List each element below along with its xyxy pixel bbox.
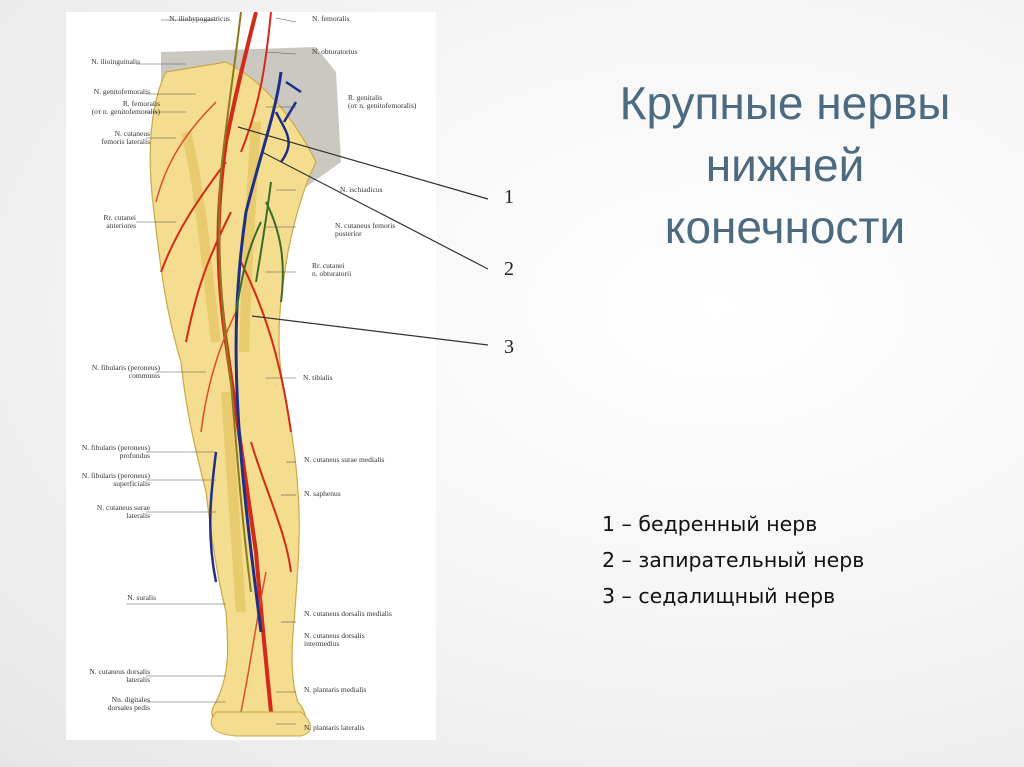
- callout-number-1: 1: [504, 186, 514, 208]
- callout-line-3: [251, 315, 489, 346]
- label-n-fibularis-superficialis: N. fibularis (peroneus) superficialis: [81, 471, 150, 488]
- label-n-ilioinguinalis: N. ilioinguinalis: [91, 57, 140, 66]
- label-n-genitofemoralis: N. genitofemoralis: [93, 87, 150, 96]
- callout-line-1: [237, 126, 489, 200]
- leg-nerve-illustration: [66, 12, 436, 740]
- label-n-suralis: N. suralis: [127, 593, 156, 602]
- title-line-3: конечности: [664, 201, 906, 253]
- label-n-tibialis: N. tibialis: [303, 373, 333, 382]
- label-n-femoralis: N. femoralis: [312, 14, 350, 23]
- title-line-1: Крупные нервы: [619, 77, 951, 129]
- legend-item-3: 3 – седалищный нерв: [602, 584, 836, 608]
- label-n-cutaneus-dorsalis-medialis: N. cutaneus dorsalis medialis: [304, 609, 392, 618]
- legend-item-2: 2 – запирательный нерв: [602, 548, 865, 572]
- label-n-obturatorius: N. obturatorius: [312, 47, 358, 56]
- label-n-cutaneus-dorsalis-lateralis: N. cutaneus dorsalis lateralis: [89, 667, 150, 684]
- title-line-2: нижней: [705, 139, 865, 191]
- callout-number-2: 2: [504, 258, 514, 280]
- label-n-ischiadicus: N. ischiadicus: [340, 185, 383, 194]
- label-n-plantaris-medialis: N. plantaris medialis: [304, 685, 367, 694]
- label-n-cutaneus-dorsalis-intermedius: N. cutaneus dorsalis intermedius: [304, 631, 365, 648]
- anatomy-drawing: [126, 12, 341, 737]
- slide-title: Крупные нервы нижней конечности: [560, 72, 1010, 258]
- label-nn-digitales-dorsales-pedis: Nn. digitales dorsales pedis: [107, 695, 150, 712]
- label-r-genitalis: R. genitalis (от n. genitofemoralis): [348, 93, 417, 110]
- nerve-legend: 1 – бедренный нерв 2 – запирательный нер…: [602, 506, 864, 614]
- label-r-femoralis: R. femoralis (от n. genitofemoralis): [91, 99, 160, 116]
- callout-number-3: 3: [504, 336, 514, 358]
- label-n-iliohypogastricus: N. iliohypogastricus: [169, 14, 230, 23]
- callout-line-2: [261, 151, 489, 270]
- legend-item-1: 1 – бедренный нерв: [602, 512, 818, 536]
- label-n-saphenus: N. saphenus: [304, 489, 341, 498]
- label-n-cutaneus-femoris-posterior: N. cutaneus femoris posterior: [335, 221, 396, 238]
- label-rr-cutanei-obturatorii: Rr. cutanei n. obturatorii: [312, 261, 352, 278]
- label-n-plantaris-lateralis: N. plantaris lateralis: [304, 723, 365, 732]
- label-rr-cutanei-anteriores: Rr. cutanei anteriores: [103, 213, 137, 230]
- label-n-fibularis-profundus: N. fibularis (peroneus) profundus: [81, 443, 150, 460]
- label-n-fibularis-communis: N. fibularis (peroneus) communis: [91, 363, 160, 380]
- label-n-cutaneus-surae-medialis: N. cutaneus surae medialis: [304, 455, 385, 464]
- label-n-cutaneus-femoris-lateralis: N. cutaneus femoris lateralis: [101, 129, 150, 146]
- label-n-cutaneus-surae-lateralis: N. cutaneus surae lateralis: [96, 503, 150, 520]
